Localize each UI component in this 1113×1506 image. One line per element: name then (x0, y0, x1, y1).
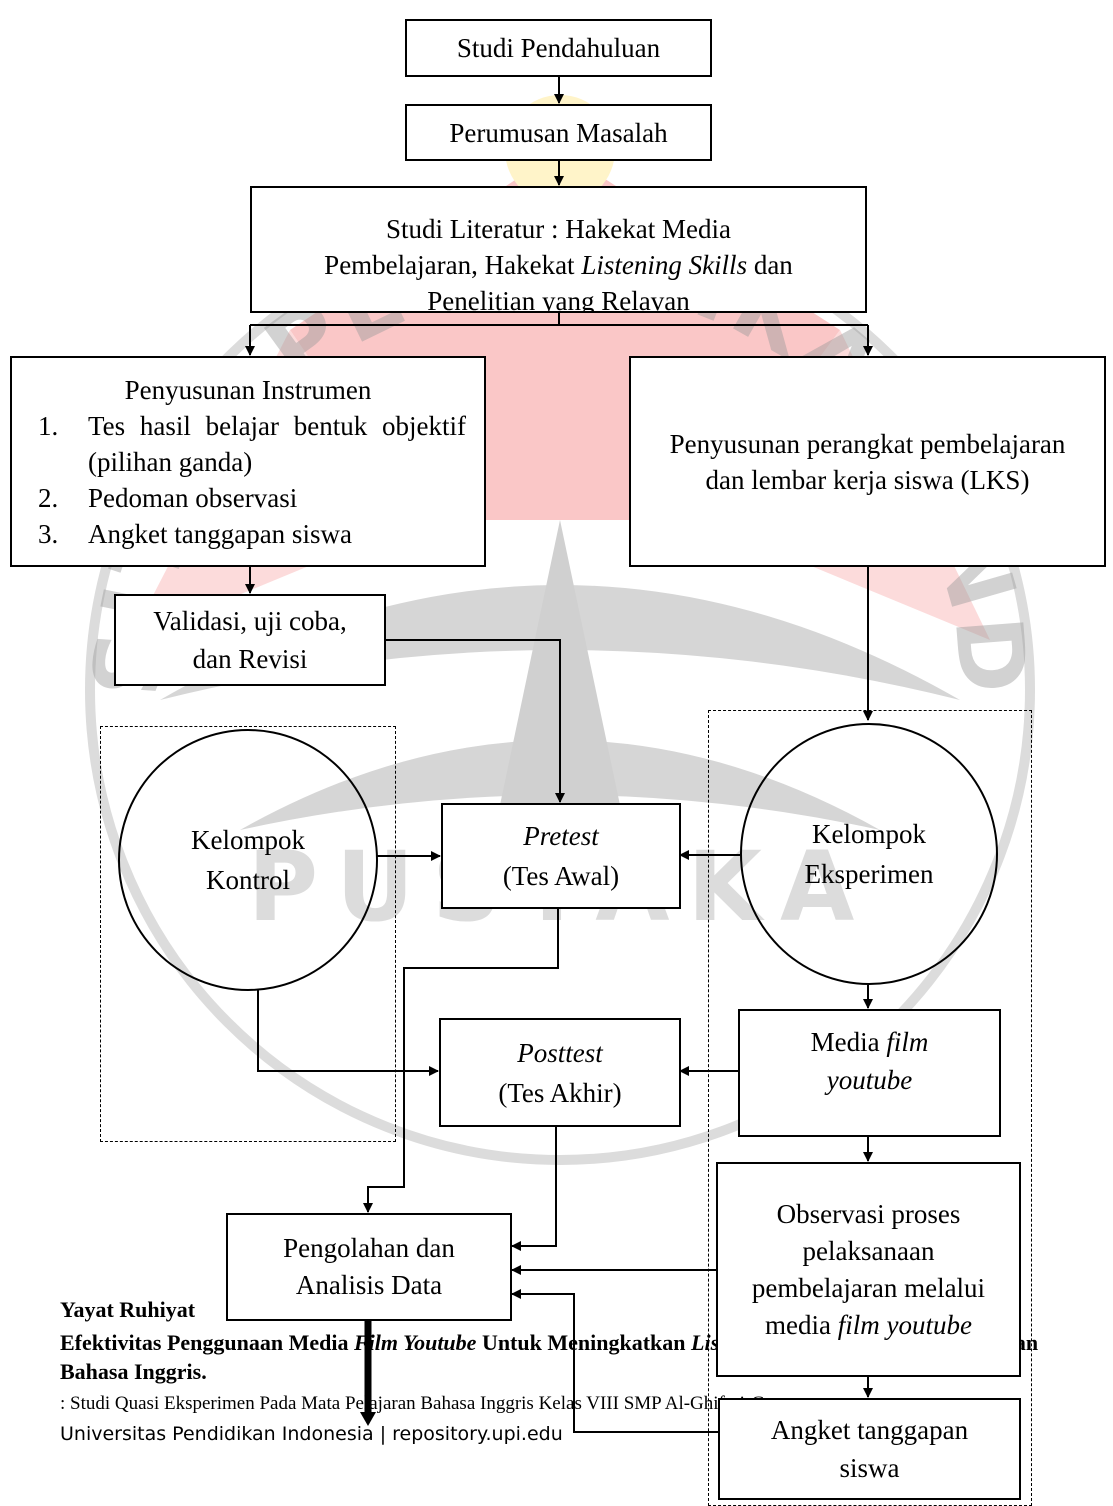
kelompok-kontrol-circle: Kelompok Kontrol (118, 729, 378, 991)
penyusunan-instrumen-box: Penyusunan Instrumen 1.Tes hasil belajar… (10, 356, 486, 567)
arrow-pretest-to-pengolahan (363, 908, 559, 1213)
kelompok-eksperimen-circle: Kelompok Eksperimen (740, 723, 998, 985)
instrumen-item-2: 2.Pedoman observasi (38, 482, 298, 513)
penyusunan-instrumen-title: Penyusunan Instrumen (124, 374, 372, 405)
kontrol-line2: Kontrol (206, 865, 290, 895)
studi-literatur-box: Studi Literatur : Hakekat Media Pembelaj… (250, 186, 867, 313)
observasi-label: Observasi proses pelaksanaan pembelajara… (751, 1198, 986, 1340)
validasi-label: Validasi, uji coba, dan Revisi (153, 606, 347, 674)
studi-pendahuluan-box: Studi Pendahuluan (405, 19, 712, 77)
penyusunan-perangkat-box: Penyusunan perangkat pembelajaran dan le… (629, 356, 1106, 567)
footer-subtitle: : Studi Quasi Eksperimen Pada Mata Pelaj… (60, 1393, 795, 1414)
footer-university: Universitas Pendidikan Indonesia | repos… (60, 1423, 563, 1445)
pretest-box: Pretest (Tes Awal) (441, 803, 681, 909)
media-label-line2: youtube (826, 1065, 913, 1095)
instrumen-item-1: 1.Tes hasil belajar bentuk objektif (pil… (38, 410, 466, 477)
media-film-youtube-box: Media film youtube (738, 1009, 1001, 1137)
connector-literatur-split (250, 312, 560, 326)
observasi-box: Observasi proses pelaksanaan pembelajara… (716, 1162, 1021, 1377)
pretest-label: Pretest (523, 821, 599, 851)
posttest-sublabel: (Tes Akhir) (498, 1077, 622, 1108)
kontrol-line1: Kelompok (191, 825, 305, 855)
angket-box: Angket tanggapan siswa (718, 1398, 1021, 1500)
penyusunan-perangkat-label: Penyusunan perangkat pembelajaran dan le… (669, 428, 1066, 495)
perumusan-masalah-label: Perumusan Masalah (449, 117, 668, 148)
control-group-dashed-frame (100, 726, 396, 1142)
studi-pendahuluan-label: Studi Pendahuluan (456, 33, 661, 63)
instrumen-item-3: 3.Angket tanggapan siswa (38, 518, 352, 549)
validasi-box: Validasi, uji coba, dan Revisi (114, 594, 386, 686)
angket-label: Angket tanggapan siswa (770, 1415, 969, 1483)
perumusan-masalah-box: Perumusan Masalah (405, 104, 712, 161)
arrow-kontrol-to-posttest (257, 990, 439, 1076)
posttest-label: Posttest (517, 1037, 603, 1068)
pretest-sublabel: (Tes Awal) (502, 861, 620, 891)
arrow-posttest-to-pengolahan (511, 1126, 557, 1251)
media-label: Media film (810, 1027, 929, 1057)
pengolahan-box: Pengolahan dan Analisis Data (226, 1213, 512, 1321)
studi-literatur-line3: Penelitian yang Relavan (427, 286, 690, 313)
studi-literatur-line1: Studi Literatur : Hakekat Media (386, 214, 731, 244)
posttest-box: Posttest (Tes Akhir) (439, 1018, 681, 1127)
eksperimen-line2: Eksperimen (804, 859, 934, 889)
arrow-angket-to-pengolahan (511, 1289, 718, 1433)
instrumen-list: 1.Tes hasil belajar bentuk objektif (pil… (12, 408, 484, 552)
pengolahan-label: Pengolahan dan Analisis Data (283, 1233, 455, 1300)
footer-author: Yayat Ruhiyat (60, 1297, 196, 1322)
arrow-validasi-to-pretest (385, 639, 565, 803)
eksperimen-line1: Kelompok (812, 819, 926, 849)
studi-literatur-line2: Pembelajaran, Hakekat Listening Skills d… (324, 250, 793, 280)
